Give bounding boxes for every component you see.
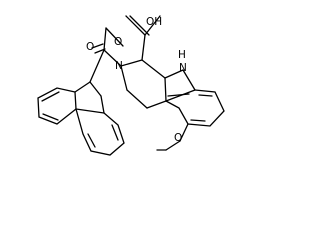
- bond: [129, 15, 150, 36]
- molecule-structure: OH H N N O O O: [37, 15, 225, 156]
- bond: [164, 69, 184, 79]
- bond: [87, 133, 96, 148]
- ring-n-label: N: [115, 60, 123, 72]
- bond: [165, 140, 181, 151]
- bond: [120, 59, 143, 67]
- bond: [198, 94, 213, 97]
- bond: [165, 89, 196, 102]
- bond: [105, 27, 124, 47]
- bond: [42, 113, 59, 121]
- fluorene-group: [37, 81, 125, 156]
- bond: [89, 81, 102, 97]
- bond: [144, 15, 161, 36]
- molecule-canvas: OH H N N O O O: [37, 15, 225, 156]
- bond: [167, 93, 190, 97]
- bond: [103, 27, 107, 51]
- methoxy-o-label: O: [174, 132, 182, 144]
- bond: [94, 48, 106, 54]
- tetrahydro-beta-carboline: [120, 15, 196, 109]
- bond: [165, 89, 225, 127]
- bond: [75, 108, 105, 114]
- carbonyl-o-label: O: [86, 41, 94, 53]
- bond: [74, 81, 91, 93]
- carboxyl-oh-label: OH: [146, 16, 162, 28]
- indole-h-label: H: [178, 49, 186, 61]
- carbamate-linker: [89, 27, 124, 83]
- bond: [89, 49, 105, 83]
- bond: [111, 124, 119, 141]
- bond: [164, 77, 167, 102]
- bond: [125, 15, 146, 36]
- bond: [182, 69, 196, 91]
- indole-benzene-ring: [156, 89, 225, 151]
- ether-o-label: O: [114, 36, 122, 48]
- bond: [74, 91, 77, 110]
- bond: [41, 91, 60, 102]
- bond: [141, 59, 166, 79]
- bond: [91, 43, 104, 49]
- bond: [190, 119, 206, 122]
- bond: [179, 123, 189, 142]
- bond: [120, 65, 128, 91]
- bond: [100, 95, 105, 114]
- bond: [146, 100, 167, 109]
- left-benzene-ring: [37, 87, 77, 125]
- bond: [126, 89, 148, 109]
- indole-n-label: N: [179, 62, 187, 74]
- right-benzene-ring: [75, 108, 125, 156]
- bond: [141, 34, 146, 61]
- bond: [103, 49, 122, 67]
